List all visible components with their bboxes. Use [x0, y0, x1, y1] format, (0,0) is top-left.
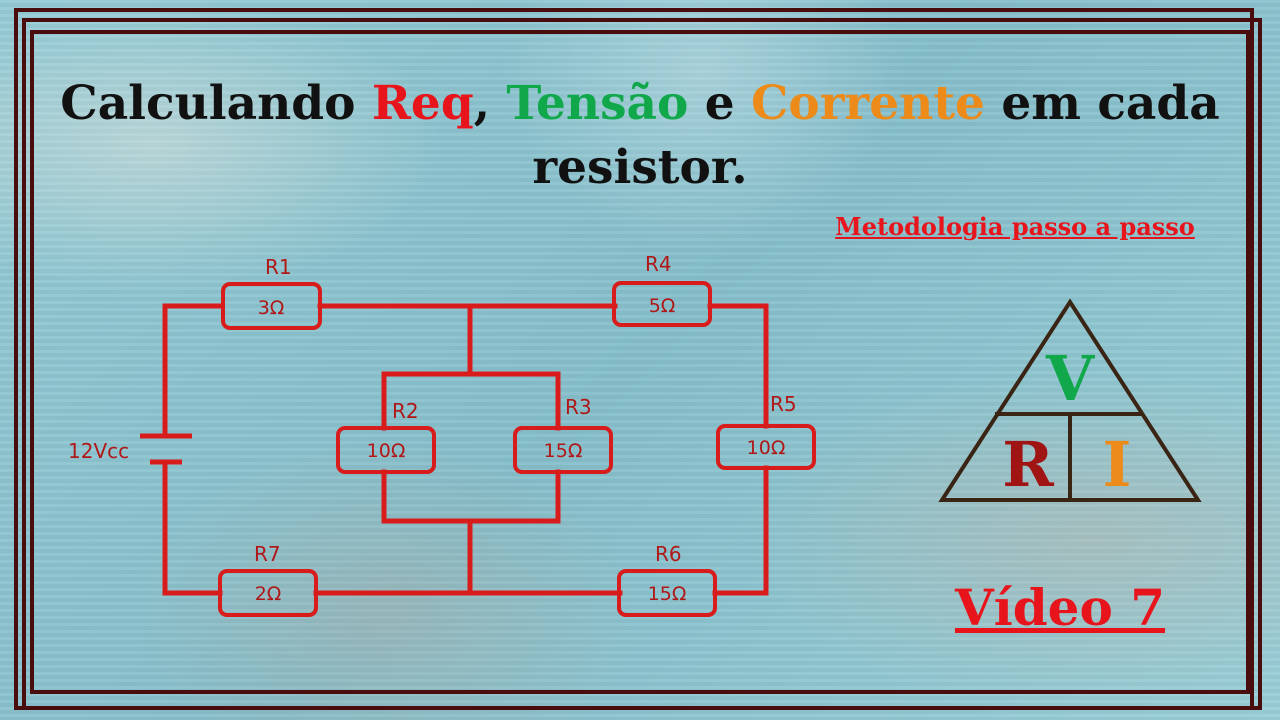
resistor-r6-name: R6 [655, 542, 682, 566]
middle-frame [22, 18, 1262, 710]
resistor-r4-name: R4 [645, 252, 672, 276]
resistor-r5: R5 10Ω [716, 392, 816, 470]
resistor-r6-body [617, 569, 717, 617]
video-number-label: Vídeo 7 [954, 578, 1166, 637]
resistor-r6: R6 15Ω [617, 542, 717, 617]
resistor-r2-value: 10Ω [367, 440, 406, 462]
resistor-r7: R7 2Ω [218, 542, 318, 617]
triangle-letter-i: I [1102, 428, 1131, 501]
triangle-letter-v: V [1045, 342, 1095, 415]
wire-parallel-top [381, 371, 561, 431]
resistor-r4: R4 5Ω [612, 252, 712, 327]
resistor-r3-body [513, 426, 613, 474]
inner-frame [30, 30, 1250, 694]
resistor-r1-body [221, 282, 322, 330]
wire-top-left [162, 303, 225, 439]
resistor-r1: R1 3Ω [221, 255, 322, 330]
page-title: Calculando Req, Tensão e Corrente em cad… [60, 72, 1220, 200]
resistor-r7-value: 2Ω [255, 583, 282, 605]
battery-symbol [140, 433, 192, 465]
title-text-1: Calculando [60, 76, 372, 131]
resistor-r3: R3 15Ω [513, 395, 613, 474]
resistor-r4-value: 5Ω [649, 295, 676, 317]
wire-top-right [707, 303, 769, 429]
resistor-r5-value: 10Ω [747, 437, 786, 459]
triangle-letter-r: R [1002, 428, 1054, 501]
methodology-subtitle: Metodologia passo a passo [835, 212, 1195, 241]
wire-parallel-bottom [381, 469, 561, 524]
resistor-r4-body [612, 281, 712, 327]
resistor-r2-body [336, 426, 436, 474]
resistor-r3-name: R3 [565, 395, 592, 419]
resistor-r1-value: 3Ω [258, 297, 285, 319]
resistor-r7-body [218, 569, 318, 617]
resistor-r5-name: R5 [770, 392, 797, 416]
title-corrente: Corrente [750, 76, 985, 131]
resistor-r3-value: 15Ω [544, 440, 583, 462]
resistor-r6-value: 15Ω [648, 583, 687, 605]
title-tensao: Tensão [506, 76, 689, 131]
resistor-r7-name: R7 [254, 542, 281, 566]
resistor-r2: R2 10Ω [336, 399, 436, 474]
title-e: e [688, 76, 751, 131]
title-text-2: em cada [984, 76, 1220, 131]
title-req: Req [371, 76, 474, 131]
resistor-r1-name: R1 [265, 255, 292, 279]
resistor-r5-body [716, 424, 816, 470]
title-comma: , [473, 76, 507, 131]
resistor-r2-name: R2 [392, 399, 419, 423]
wire-bottom-right [712, 465, 769, 596]
source-label: 12Vcc [68, 439, 129, 463]
ohms-law-triangle: V R I [938, 298, 1202, 502]
title-line-2: resistor. [532, 140, 748, 195]
wire-bottom-left [162, 459, 223, 596]
circuit-wires [162, 303, 769, 596]
